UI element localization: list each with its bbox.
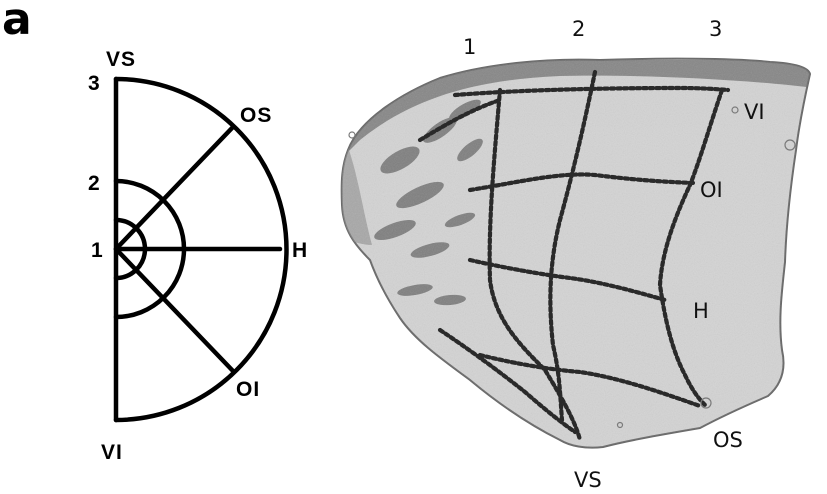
photo-label-column-3: 3 xyxy=(709,17,722,41)
schematic-ring-label-2: 2 xyxy=(88,172,101,195)
photo-label-column-1: 1 xyxy=(463,35,476,59)
photo-label-oi: OI xyxy=(700,178,723,202)
polar-schematic xyxy=(116,79,287,420)
schematic-ring-label-1: 1 xyxy=(91,239,104,262)
schematic-label-h: H xyxy=(292,239,308,262)
panel-letter: a xyxy=(2,0,32,45)
photo-label-vs: VS xyxy=(574,468,602,492)
photo-label-column-2: 2 xyxy=(572,17,585,41)
photo-label-os: OS xyxy=(713,428,743,452)
schematic-label-os: OS xyxy=(240,104,272,127)
oblique-superior-line xyxy=(116,127,233,249)
schematic-ring-label-3: 3 xyxy=(88,72,101,95)
schematic-label-vi: VI xyxy=(101,441,123,464)
schematic-label-vs: VS xyxy=(106,48,136,71)
schematic-label-oi: OI xyxy=(236,378,260,401)
photo-label-vi: VI xyxy=(744,100,765,124)
photo-label-h: H xyxy=(693,299,709,323)
oblique-inferior-line xyxy=(116,249,233,371)
